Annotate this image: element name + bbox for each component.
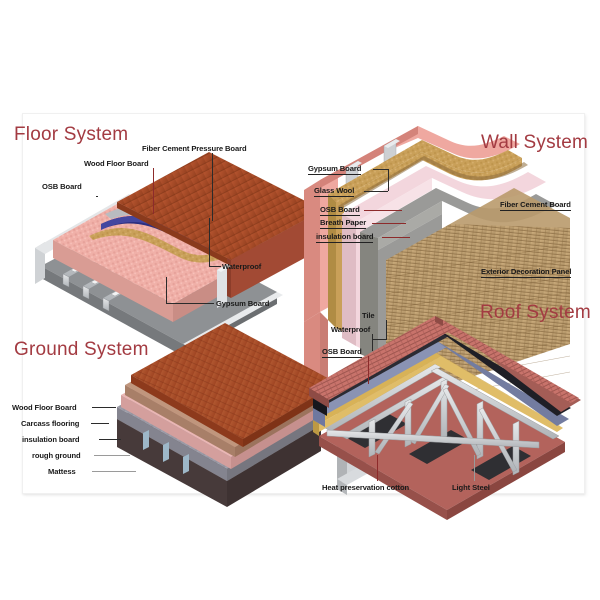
floor-leader-waterproof-v	[209, 218, 210, 266]
ground-leader-carcass-flooring	[91, 423, 109, 424]
roof-system-illustration	[309, 316, 581, 520]
floor-leader-wood-floor-board	[153, 168, 154, 214]
floor-leader-waterproof-h	[209, 266, 221, 267]
wall-label-gypsum-board: Gypsum Board	[308, 164, 362, 175]
wall-leader-breath-paper	[372, 223, 406, 224]
roof-label-heat-preservation-cotton: Heat preservation cotton	[322, 483, 410, 492]
roof-label-osb-board: OSB Board	[322, 347, 362, 358]
floor-label-wood-floor-board: Wood Floor Board	[84, 159, 149, 168]
ground-leader-insulation-board	[99, 439, 121, 440]
floor-label-fiber-cement-pressure-board: Fiber Cement Pressure Board	[142, 144, 247, 153]
ground-label-insulation-board: insulation board	[22, 435, 80, 444]
ground-leader-rough-ground	[94, 455, 130, 456]
roof-label-light-steel: Light Steel	[452, 483, 490, 492]
wall-leader-insulation-board	[382, 237, 410, 238]
ground-label-mattess: Mattess	[48, 467, 76, 476]
ground-label-wood-floor-board: Wood Floor Board	[12, 403, 77, 412]
wall-leader-osb	[364, 210, 402, 211]
floor-label-waterproof: Waterproof	[222, 262, 262, 271]
ground-label-carcass-flooring: Carcass flooring	[21, 419, 80, 428]
roof-label-waterproof: Waterproof	[331, 325, 371, 334]
diagram-card-inner	[23, 114, 584, 520]
roof-leader-waterproof-v	[372, 334, 373, 351]
floor-label-osb-board: OSB Board	[42, 182, 82, 191]
wall-label-exterior-decoration-panel: Exterior Decoration Panel	[481, 267, 572, 278]
floor-leader-osb	[96, 196, 98, 197]
ground-leader-wood-floor-board	[92, 407, 116, 408]
floor-leader-gypsum-v	[166, 277, 167, 303]
roof-leader-heat-cotton	[377, 455, 378, 481]
roof-label-tile: Tile	[362, 311, 375, 320]
floor-leader-fiber-cement	[212, 153, 213, 221]
roof-leader-tile-v	[386, 320, 387, 339]
floor-leader-gypsum-h	[166, 303, 214, 304]
roof-leader-light-steel	[474, 455, 475, 481]
roof-leader-osb-v	[368, 356, 369, 384]
floor-system-title: Floor System	[14, 124, 129, 145]
diagram-card	[22, 113, 585, 520]
wall-label-fiber-cement-board: Fiber Cement Board	[500, 200, 571, 211]
wall-label-breath-paper: Breath Paper	[320, 218, 367, 229]
wall-system-title: Wall System	[481, 132, 589, 153]
roof-system-title: Roof System	[480, 302, 591, 323]
ground-leader-mattess	[92, 471, 136, 472]
wall-label-osb-board: OSB Board	[320, 205, 360, 216]
wall-label-insulation-board: insulation board	[316, 232, 374, 243]
wall-leader-gypsum	[373, 169, 389, 170]
illustrations-layer	[35, 126, 581, 520]
ground-system-title: Ground System	[14, 339, 149, 360]
wall-leader-glass-wool-v	[388, 169, 389, 191]
ground-label-rough-ground: rough ground	[32, 451, 81, 460]
floor-label-gypsum-board: Gypsum Board	[216, 299, 270, 308]
wall-label-glass-wool: Glass Wool	[314, 186, 355, 197]
roof-leader-tile-h	[372, 339, 387, 340]
wall-leader-glass-wool	[364, 191, 388, 192]
